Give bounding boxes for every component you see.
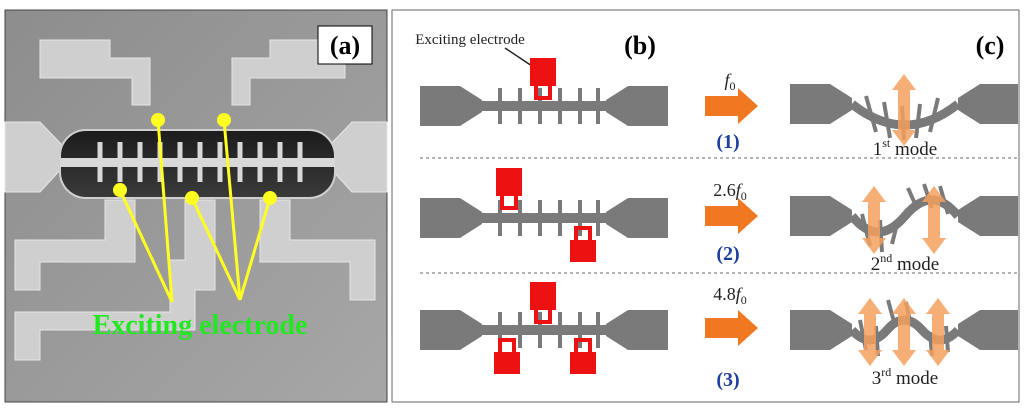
marker-dot [113,183,127,197]
exciting-electrode-pad [570,352,596,374]
step-label: (3) [716,369,739,391]
exciting-electrode-pad [530,282,556,310]
marker-dot [185,191,199,205]
panel-a-sem-image: Exciting electrode (a) [4,9,388,403]
vibration-arrow [922,186,946,254]
vibration-arrow [892,74,916,146]
step-label: (2) [716,243,739,265]
vibration-arrow [862,186,886,254]
vibration-arrow [892,298,916,366]
mode-label: 3rd mode [872,365,938,389]
step-label: (1) [716,131,739,153]
marker-dot [151,113,165,127]
drive-frequency: f0 [724,70,735,93]
panel-a-label-box [317,25,373,65]
exciting-electrode-pad [496,168,522,196]
device-schematic [420,168,668,262]
exciting-electrode-pad [530,58,556,86]
drive-frequency: 2.6f0 [713,180,747,203]
exciting-electrode-pad [570,240,596,262]
mode-shape-2 [790,183,1018,254]
row-2: 2.6f0 (2) 2nd mode [420,168,1018,275]
mode-shape-1 [790,74,1018,146]
electrode-markers [113,113,277,303]
drive-arrow [705,198,758,234]
drive-arrow [705,88,758,124]
drive-frequency: 4.8f0 [713,284,747,307]
drive-arrow [705,310,758,346]
mode-label: 1st mode [873,136,937,160]
exciting-electrode-pad [494,352,520,374]
exciting-electrode-annotation: Exciting electrode [93,310,308,341]
device-schematic [420,58,668,126]
panel-b-label: (b) [624,31,656,60]
vibration-arrow [926,298,950,366]
panel-a-label: (a) [330,31,360,60]
row-3: 4.8f0 (3) [420,282,1018,391]
row-1: f0 (1) 1st mode [420,58,1018,160]
device-schematic [420,282,668,374]
marker-dot [263,191,277,205]
marker-dot [217,113,231,127]
vibration-arrow [858,298,882,366]
mode-label: 2nd mode [871,251,939,275]
panel-c-label: (c) [976,31,1005,60]
mode-shape-3 [790,298,1018,366]
exciting-electrode-callout: Exciting electrode [415,32,525,48]
